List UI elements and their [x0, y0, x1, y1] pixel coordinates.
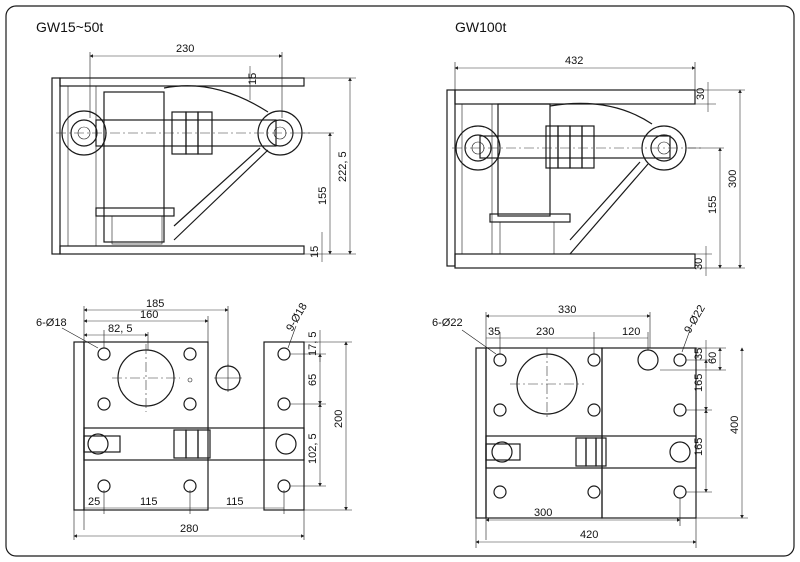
dim-17-5: 17, 5	[307, 332, 319, 356]
dim-115-a: 115	[140, 496, 158, 508]
dim-165-b: 165	[693, 438, 705, 456]
dim-432: 432	[565, 55, 583, 67]
dim-25: 25	[88, 496, 100, 508]
dim-60: 60	[707, 352, 719, 364]
dim-200: 200	[333, 410, 345, 428]
dim-35-top: 35	[488, 326, 500, 338]
label-9-holes-22: 9-Ø22	[682, 303, 708, 335]
dim-222-5: 222, 5	[337, 151, 349, 182]
dim-15-top: 15	[247, 73, 259, 85]
side-view-gw100t	[446, 89, 702, 269]
plan-view-gw100t-dimensions: 6-Ø22 9-Ø22 330 35 230 120 35 60 165 165…	[432, 303, 748, 548]
dim-330: 330	[558, 304, 576, 316]
label-9-holes-18: 9-Ø18	[284, 301, 310, 333]
dim-35-right: 35	[693, 348, 705, 360]
dim-15-bottom: 15	[309, 246, 321, 258]
dim-155: 155	[317, 187, 329, 205]
dim-280: 280	[180, 523, 198, 535]
dim-30-bottom: 30	[693, 258, 705, 270]
dim-102-5: 102, 5	[307, 433, 319, 464]
drawing-border	[5, 5, 795, 557]
dim-420: 420	[580, 529, 598, 541]
dim-120: 120	[622, 326, 640, 338]
plan-view-gw15-50t-dimensions: 6-Ø18 9-Ø18 185 160 82, 5 17, 5 65 102, …	[36, 298, 352, 540]
plan-view-gw100t	[475, 347, 697, 519]
dim-155-right: 155	[707, 196, 719, 214]
dim-30-top: 30	[695, 88, 707, 100]
title-gw15-50t: GW15~50t	[36, 19, 103, 35]
dim-400: 400	[729, 416, 741, 434]
dim-165-a: 165	[693, 374, 705, 392]
dim-300: 300	[727, 170, 739, 188]
label-6-holes-22: 6-Ø22	[432, 317, 463, 329]
plan-view-gw15-50t	[73, 341, 305, 511]
dim-185: 185	[146, 298, 164, 310]
side-view-gw100t-dimensions: 432 30 300 155 30	[454, 55, 745, 276]
dim-160: 160	[140, 309, 158, 321]
dim-230: 230	[176, 43, 194, 55]
dim-82-5: 82, 5	[108, 323, 132, 335]
dim-115-b: 115	[226, 496, 244, 508]
side-view-gw15-50t-dimensions: 230 15 222, 5 155 15	[89, 43, 356, 262]
side-view-gw15-50t	[51, 77, 310, 255]
label-6-holes-18: 6-Ø18	[36, 317, 67, 329]
dim-65: 65	[307, 374, 319, 386]
dim-300-plan: 300	[534, 507, 552, 519]
dim-230-plan: 230	[536, 326, 554, 338]
title-gw100t: GW100t	[455, 19, 506, 35]
